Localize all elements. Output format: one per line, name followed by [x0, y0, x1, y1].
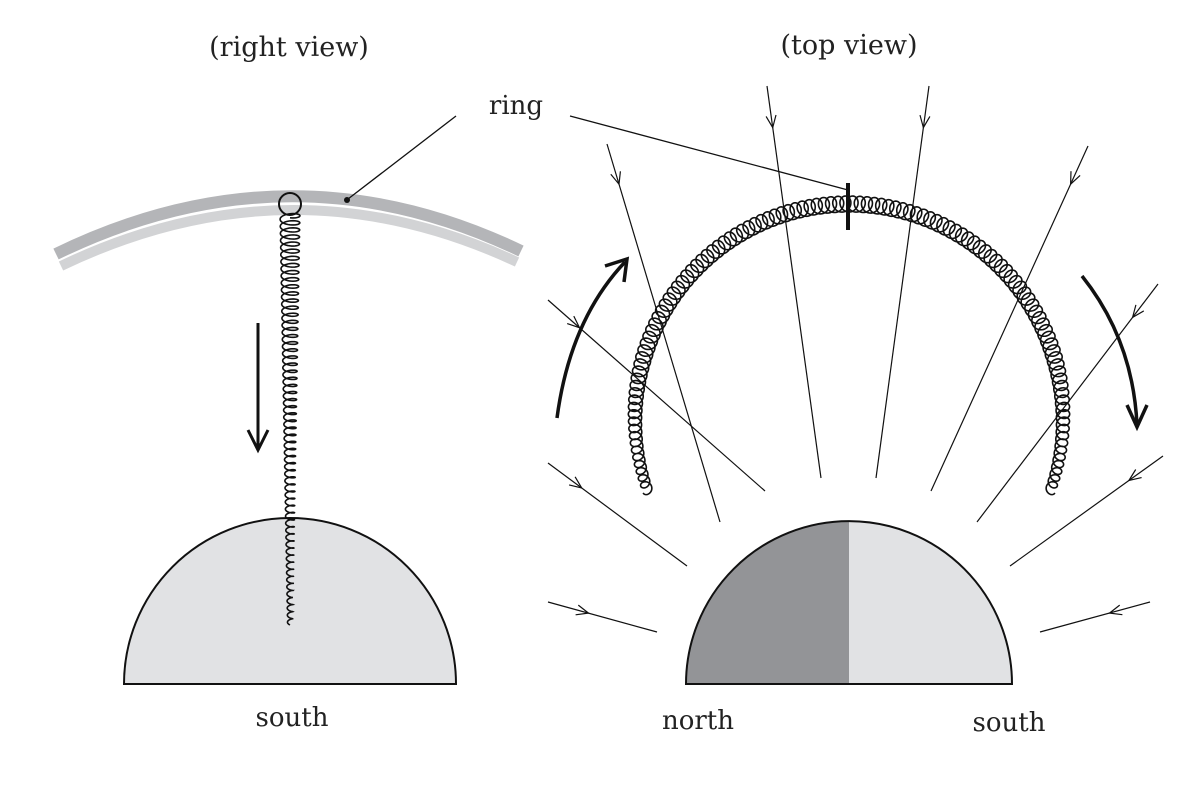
ray-line — [766, 85, 822, 479]
left-spiral-track — [279, 212, 301, 626]
ring-callout: ring — [344, 91, 849, 203]
rotation-arrowhead-right — [1125, 404, 1149, 432]
ray-arrowhead — [568, 476, 583, 489]
ring-arc-outer — [53, 190, 524, 260]
ray-line — [547, 601, 658, 633]
ray-arrowhead — [575, 604, 590, 616]
left-planet — [122, 517, 458, 685]
ray-line — [606, 143, 721, 523]
ray-arrowhead — [1107, 604, 1123, 616]
planet-north-half — [686, 521, 849, 684]
north-label: north — [662, 706, 734, 736]
ring-label: ring — [489, 91, 543, 121]
left-south-label: south — [256, 703, 329, 733]
ray-line — [875, 85, 930, 479]
ray-line — [1009, 455, 1164, 567]
ring-leader-right — [569, 115, 849, 191]
ray-arrowhead — [919, 114, 931, 130]
ray-arrowhead — [567, 315, 581, 329]
ring-leader-left — [347, 115, 457, 200]
rotation-arrow-right — [1080, 274, 1139, 426]
right-planet-outline — [684, 520, 1014, 685]
ring-arc-inner — [58, 205, 520, 271]
left-panel: (right view) south — [53, 32, 524, 733]
ray-arrowhead — [1131, 304, 1145, 319]
ray-arrowhead — [765, 114, 777, 130]
ray-line — [930, 145, 1089, 492]
ray-line — [547, 462, 688, 567]
planet-south-half — [849, 521, 1012, 684]
ray-arrowhead — [610, 171, 621, 186]
ring-leader-dot — [344, 197, 350, 203]
fall-direction-arrowhead — [246, 429, 270, 454]
ray-arrowhead — [1127, 469, 1142, 482]
rotation-arrow-left — [555, 260, 627, 419]
right-spiral-ring — [627, 195, 1071, 496]
right-panel: (top view) north south — [547, 30, 1164, 738]
right-south-label: south — [973, 708, 1046, 738]
ray-arrowhead — [1069, 171, 1081, 186]
ray-line — [1039, 601, 1151, 633]
right-panel-title: (top view) — [780, 30, 917, 61]
rotation-arrowhead-left — [604, 256, 630, 283]
ring-particle — [278, 192, 302, 216]
ray-line — [547, 299, 766, 492]
left-panel-title: (right view) — [209, 32, 369, 63]
